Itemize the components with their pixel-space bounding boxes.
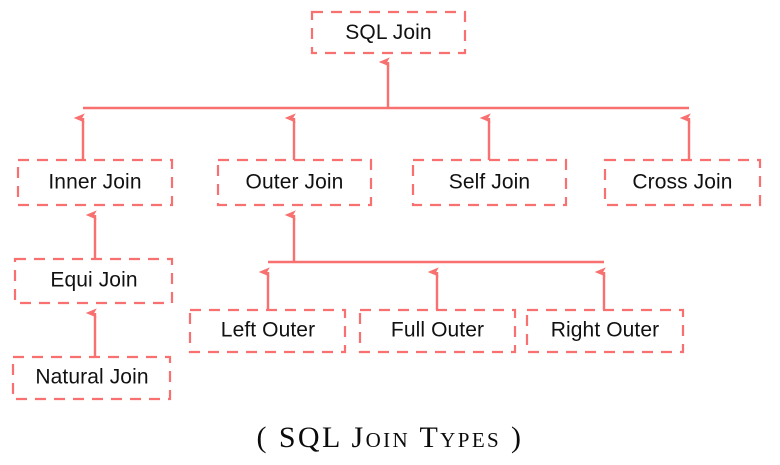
node-cross-join[interactable]: Cross Join [603,158,762,207]
node-self-join[interactable]: Self Join [411,158,568,207]
node-full-outer[interactable]: Full Outer [358,308,517,354]
node-inner-join[interactable]: Inner Join [16,158,174,207]
node-full-outer-label: Full Outer [391,319,484,342]
node-self-join-label: Self Join [449,171,530,194]
node-sql-join[interactable]: SQL Join [310,10,467,55]
node-right-outer[interactable]: Right Outer [525,308,685,354]
node-left-outer[interactable]: Left Outer [188,308,347,354]
node-natural-join[interactable]: Natural Join [11,355,172,401]
node-right-outer-label: Right Outer [551,319,659,342]
node-sql-join-label: SQL Join [345,21,431,44]
node-outer-join[interactable]: Outer Join [216,158,373,207]
node-cross-join-label: Cross Join [632,171,732,194]
node-left-outer-label: Left Outer [221,319,315,342]
node-natural-join-label: Natural Join [35,366,148,389]
node-outer-join-label: Outer Join [246,171,344,194]
diagram-caption: ( SQL Join Types ) [257,421,524,454]
node-equi-join-label: Equi Join [50,269,137,292]
node-equi-join[interactable]: Equi Join [13,257,174,305]
node-inner-join-label: Inner Join [48,171,141,194]
